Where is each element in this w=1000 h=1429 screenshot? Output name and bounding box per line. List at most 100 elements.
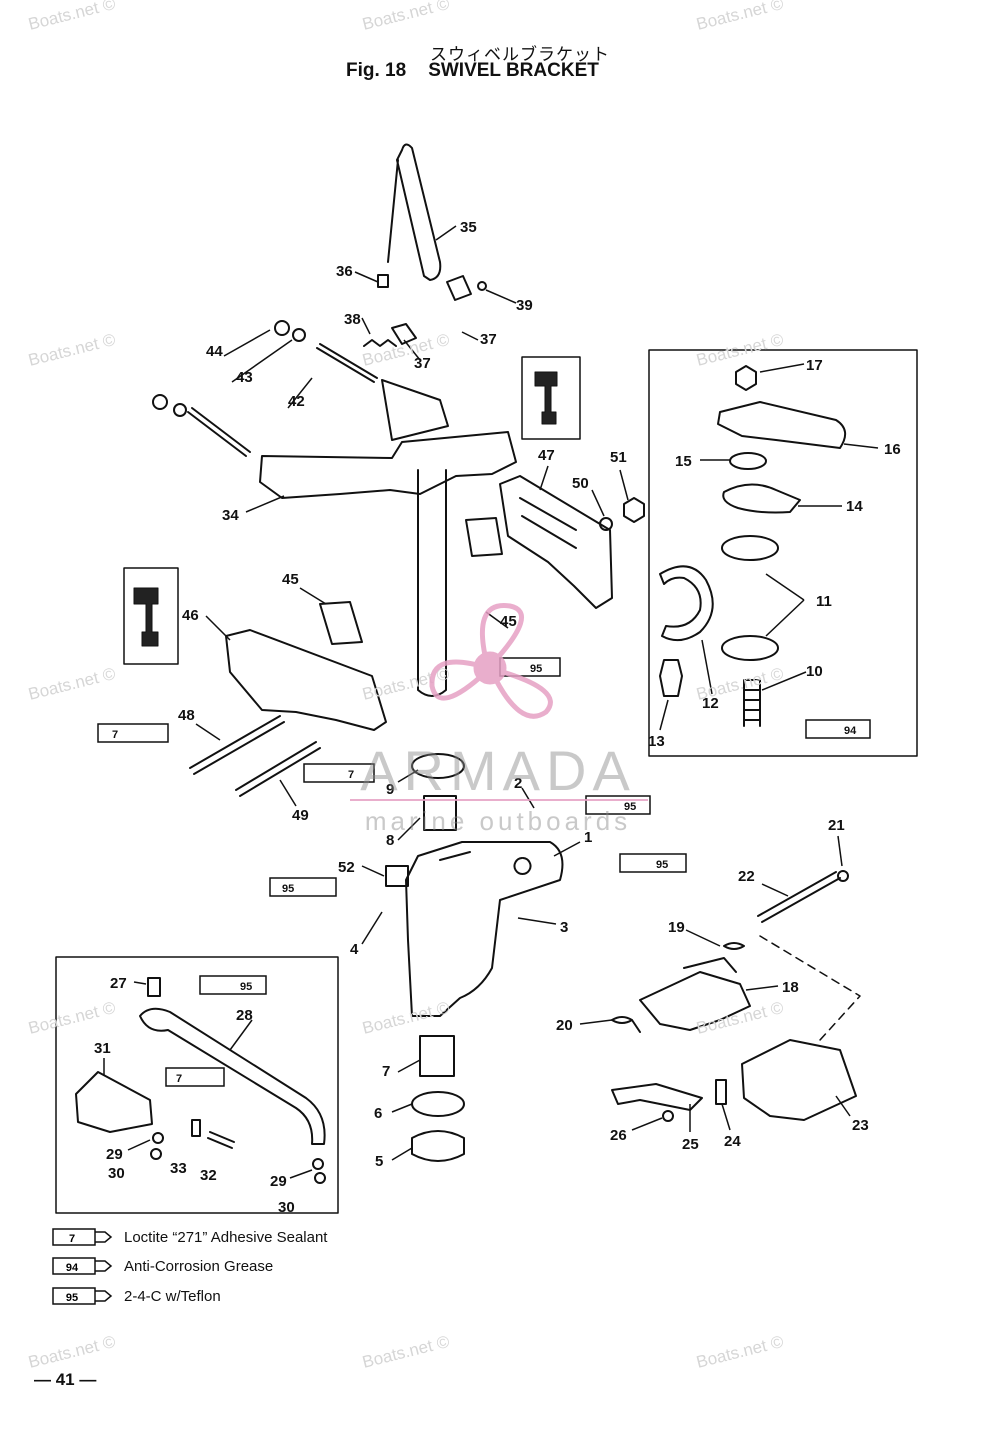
part-52-plate bbox=[385, 865, 409, 887]
callout-26: 26 bbox=[610, 1127, 627, 1144]
part-14-plate bbox=[722, 483, 801, 514]
watermark-text: Boats.net © bbox=[26, 330, 117, 370]
part-11-disc-upper bbox=[721, 535, 779, 561]
callout-34: 34 bbox=[222, 507, 239, 524]
part-36-pin bbox=[377, 274, 389, 288]
part-27-bolt bbox=[147, 977, 161, 997]
svg-text:95: 95 bbox=[656, 859, 668, 871]
callout-46: 46 bbox=[182, 607, 199, 624]
part-6-washer bbox=[411, 1091, 465, 1117]
callout-43: 43 bbox=[236, 369, 253, 386]
callout-11: 11 bbox=[816, 593, 832, 610]
svg-text:95: 95 bbox=[240, 981, 252, 993]
part-13-fitting bbox=[659, 659, 683, 697]
model-icon-box-2 bbox=[123, 567, 179, 665]
tube-95-c: 95 bbox=[619, 853, 687, 873]
part-30-nut-right bbox=[314, 1172, 326, 1184]
svg-text:95: 95 bbox=[624, 801, 636, 813]
watermark-text: Boats.net © bbox=[360, 330, 451, 370]
callout-25: 25 bbox=[682, 1136, 699, 1153]
part-37-clip bbox=[391, 275, 472, 345]
part-29-washer-right bbox=[312, 1158, 324, 1170]
model-icon-box-1 bbox=[521, 356, 581, 440]
callout-37: 37 bbox=[414, 355, 431, 372]
brand-name: ARMADA bbox=[360, 739, 636, 802]
callout-52: 52 bbox=[338, 859, 355, 876]
inset-box-tiller bbox=[55, 956, 339, 1214]
dashed-guide bbox=[759, 935, 861, 1041]
tube-7-b: 7 bbox=[303, 763, 375, 783]
svg-text:94: 94 bbox=[66, 1262, 79, 1274]
part-45-pad-upper bbox=[465, 517, 503, 557]
part-23-tilt-housing bbox=[741, 1039, 857, 1121]
sealant-tubes: 7 7 7 95 95 95 95 95 94 bbox=[97, 657, 871, 1087]
callout-35: 35 bbox=[460, 219, 477, 236]
callout-28: 28 bbox=[236, 1007, 253, 1024]
callout-19: 19 bbox=[668, 919, 685, 936]
part-29-washer-left bbox=[152, 1132, 164, 1144]
svg-text:7: 7 bbox=[348, 769, 354, 781]
callout-1: 1 bbox=[584, 829, 592, 846]
callout-30: 30 bbox=[278, 1199, 295, 1216]
part-43-washer-upper bbox=[292, 328, 306, 342]
part-9-seal bbox=[411, 753, 465, 779]
svg-text:95: 95 bbox=[282, 883, 294, 895]
watermark-text: Boats.net © bbox=[694, 1332, 785, 1372]
callout-10: 10 bbox=[806, 663, 823, 680]
callout-42: 42 bbox=[288, 393, 305, 410]
part-16-lever bbox=[717, 401, 847, 449]
callout-24: 24 bbox=[724, 1133, 741, 1150]
callout-39: 39 bbox=[516, 297, 533, 314]
outboard-icon-2 bbox=[133, 587, 159, 647]
callout-23: 23 bbox=[852, 1117, 869, 1134]
watermark-text: Boats.net © bbox=[26, 664, 117, 704]
part-20-spring bbox=[611, 1016, 641, 1033]
watermark-text: Boats.net © bbox=[360, 1332, 451, 1372]
figure-number: Fig. 18 bbox=[346, 60, 407, 81]
svg-text:7: 7 bbox=[69, 1233, 75, 1245]
callout-6: 6 bbox=[374, 1105, 382, 1122]
callout-37: 37 bbox=[480, 331, 497, 348]
legend-item-loctite: 7 Loctite “271” Adhesive Sealant bbox=[52, 1228, 327, 1246]
callout-13: 13 bbox=[648, 733, 665, 750]
part-44-nut-lower bbox=[152, 394, 168, 410]
part-48-bolt bbox=[189, 715, 285, 775]
part-1-swivel-bracket bbox=[405, 841, 564, 1017]
callout-27: 27 bbox=[110, 975, 127, 992]
part-31-bracket bbox=[75, 1071, 153, 1133]
inset-box-tilt-plates bbox=[648, 349, 918, 757]
svg-text:95: 95 bbox=[530, 663, 542, 675]
part-8-bushing bbox=[423, 795, 457, 831]
legend-text: Loctite “271” Adhesive Sealant bbox=[124, 1228, 328, 1246]
part-46-bracket-left bbox=[225, 629, 387, 731]
tube-icon: 95 bbox=[52, 1287, 113, 1305]
svg-text:7: 7 bbox=[176, 1073, 182, 1085]
callout-22: 22 bbox=[738, 868, 755, 885]
callout-9: 9 bbox=[386, 781, 394, 798]
part-15-washer bbox=[729, 452, 767, 470]
part-42-pin-lower bbox=[187, 407, 251, 457]
callout-16: 16 bbox=[884, 441, 901, 458]
outboard-icon-1 bbox=[534, 371, 558, 425]
part-30-nut-left bbox=[150, 1148, 162, 1160]
tube-icon: 94 bbox=[52, 1257, 113, 1275]
brand-tagline: marine outboards bbox=[365, 806, 631, 836]
callout-5: 5 bbox=[375, 1153, 383, 1170]
leader-lines bbox=[103, 225, 879, 1179]
watermark-text: Boats.net © bbox=[360, 0, 451, 34]
part-17-nut bbox=[735, 365, 757, 391]
part-7-bushing bbox=[419, 1035, 455, 1077]
callout-38: 38 bbox=[344, 311, 361, 328]
part-34-stern-bracket-arm bbox=[259, 379, 517, 499]
part-44-nut-upper bbox=[274, 320, 290, 336]
part-22-pin bbox=[757, 871, 841, 923]
callout-30: 30 bbox=[108, 1165, 125, 1182]
tube-7-a: 7 bbox=[97, 723, 169, 743]
part-45-pad-lower bbox=[319, 601, 363, 645]
callout-18: 18 bbox=[782, 979, 799, 996]
watermarks: Boats.net © Boats.net © Boats.net © Boat… bbox=[26, 0, 785, 1372]
